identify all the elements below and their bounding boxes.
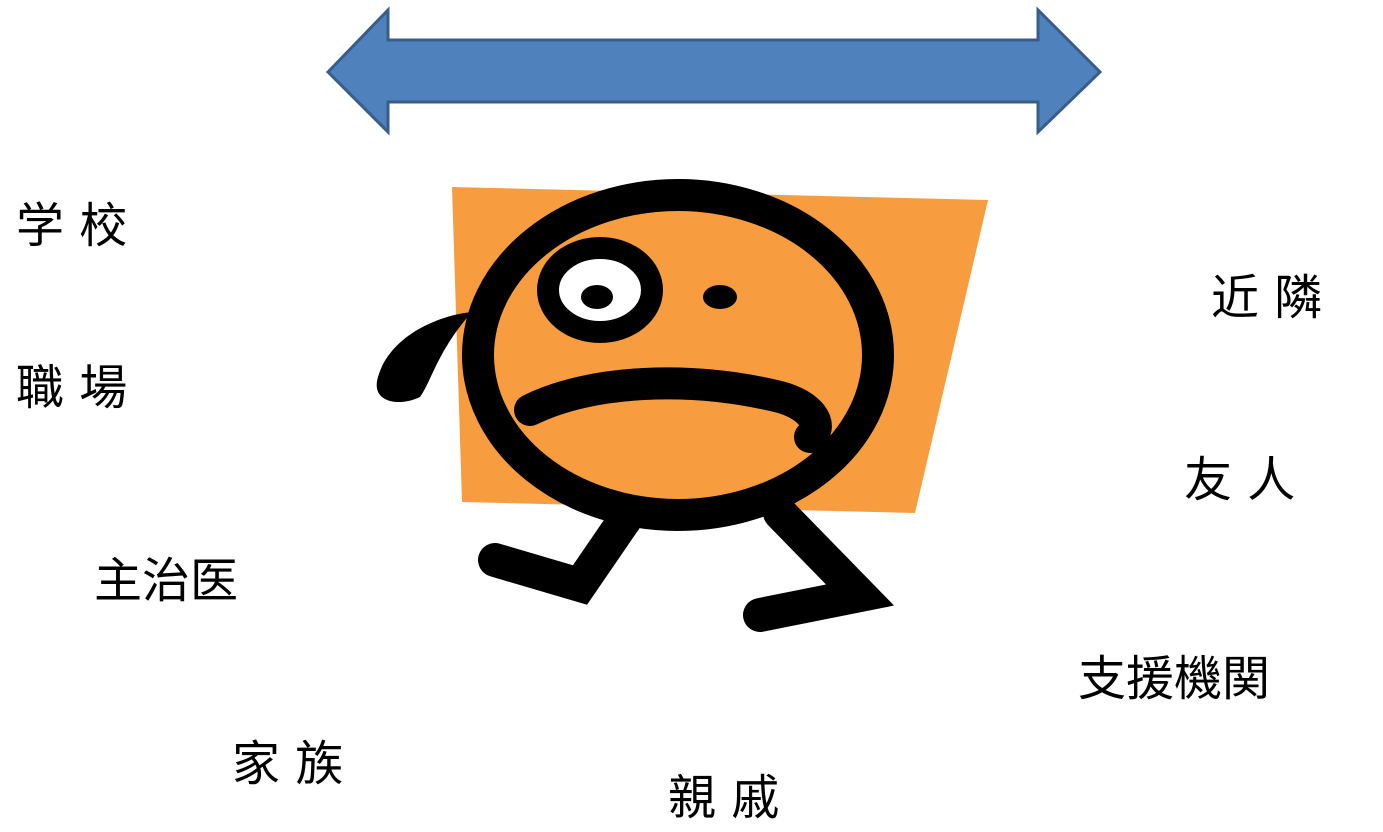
label-friends: 友 人: [1184, 452, 1296, 508]
worried-person-illustration: [376, 179, 988, 632]
label-school: 学 校: [16, 198, 128, 254]
label-neighbors: 近 隣: [1211, 270, 1323, 326]
double-arrow-icon: [325, 6, 1103, 136]
label-support-organizations: 支援機関: [1078, 651, 1271, 707]
right-eye: [703, 285, 737, 309]
head-outline: [462, 179, 894, 531]
label-relatives: 親 戚: [668, 770, 780, 826]
sweat-drop-icon: [376, 312, 472, 403]
right-leg: [743, 496, 895, 632]
left-leg: [478, 498, 645, 605]
label-doctor: 主治医: [94, 553, 239, 609]
double-arrow-shape: [325, 6, 1103, 136]
label-workplace: 職 場: [16, 360, 128, 416]
left-eye-pupil: [581, 285, 613, 309]
frown-mouth: [514, 367, 832, 453]
label-family: 家 族: [232, 736, 344, 792]
